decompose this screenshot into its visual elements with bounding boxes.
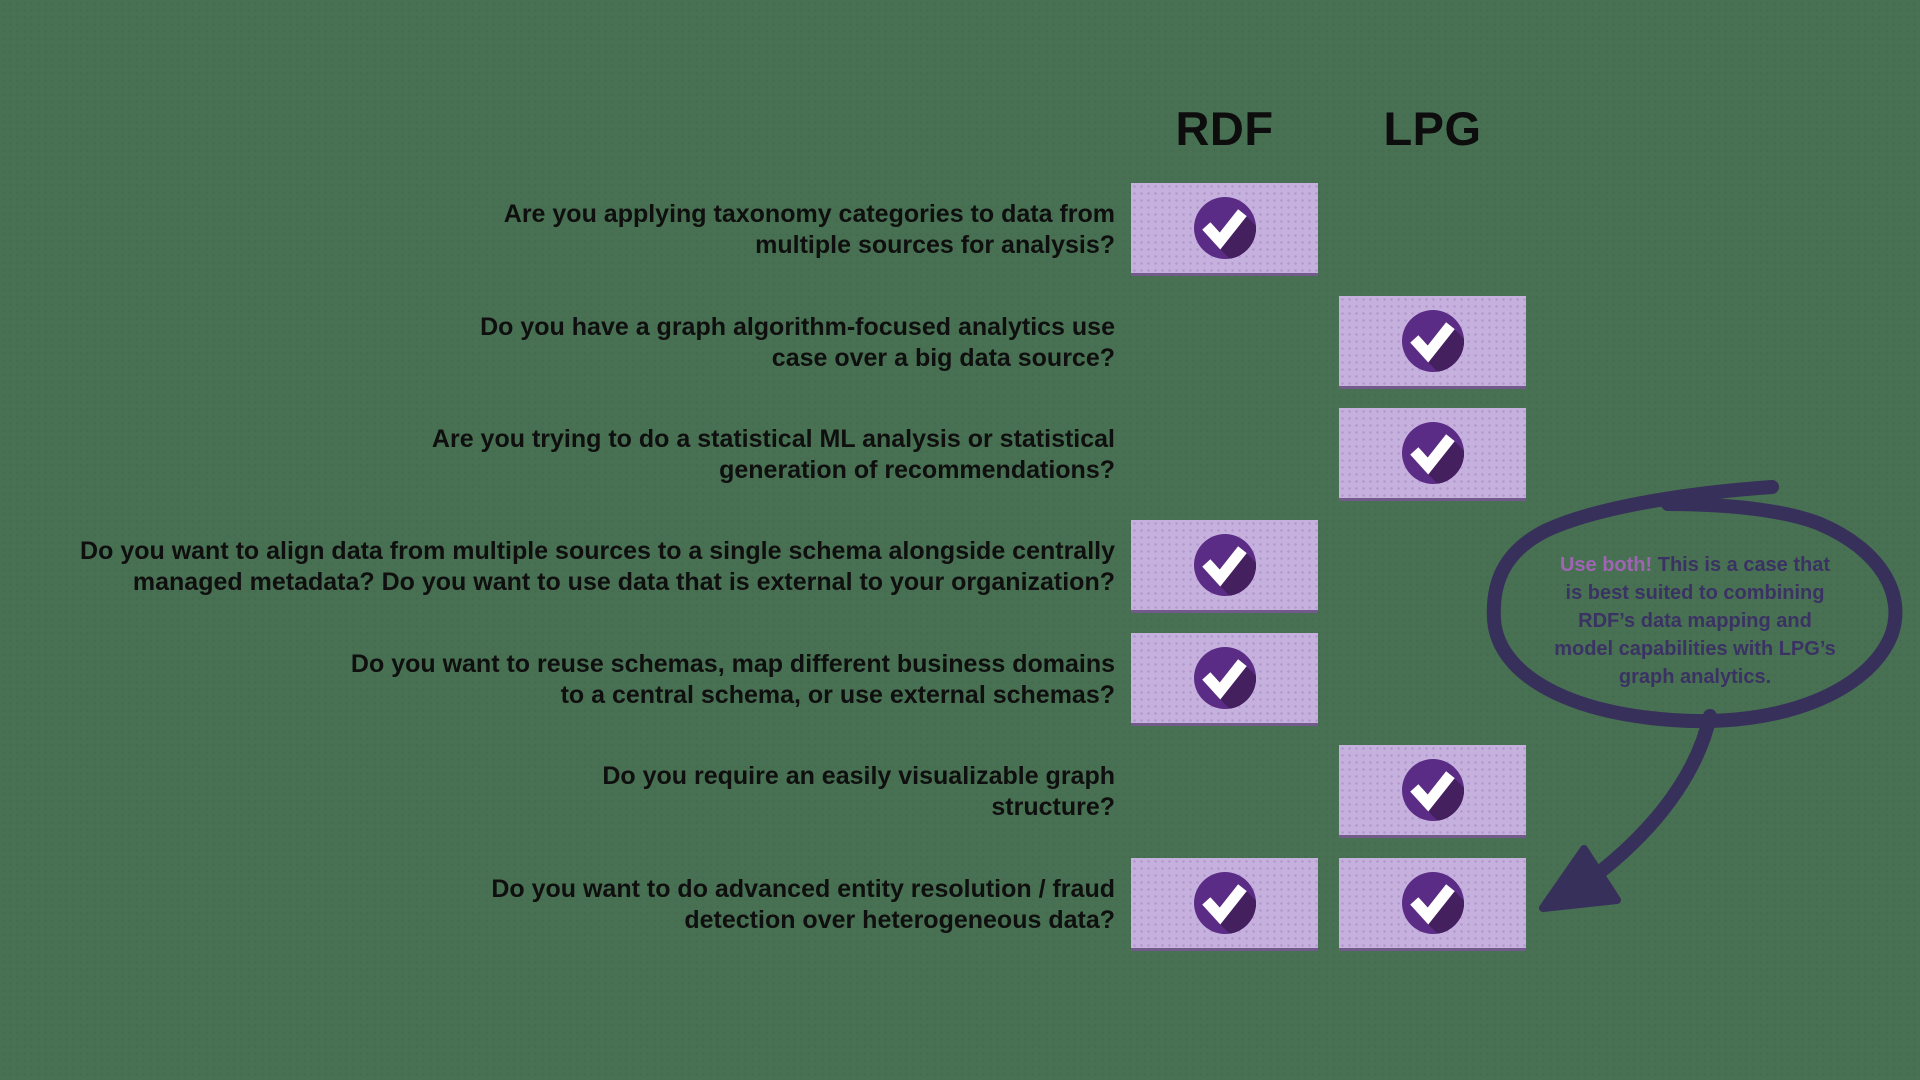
lpg-check-tile [1339, 296, 1526, 389]
question-text: Do you want to do advanced entity resolu… [491, 874, 1115, 934]
check-icon [1193, 872, 1256, 934]
column-header-rdf: RDF [1175, 102, 1274, 155]
check-icon [1193, 647, 1256, 709]
question-row: Do you require an easily visualizable gr… [0, 745, 1920, 838]
lpg-check-tile [1339, 745, 1526, 838]
check-icon [1401, 422, 1464, 484]
rdf-check-tile [1131, 183, 1318, 276]
question-text: Are you applying taxonomy categories to … [503, 199, 1115, 259]
question-row: Do you have a graph algorithm-focused an… [0, 296, 1920, 389]
question-row: Are you trying to do a statistical ML an… [0, 408, 1920, 501]
lpg-check-tile [1339, 858, 1526, 951]
rdf-check-tile [1131, 633, 1318, 726]
check-icon [1193, 197, 1256, 259]
question-row: Do you want to do advanced entity resolu… [0, 858, 1920, 951]
lpg-check-tile [1339, 408, 1526, 501]
check-icon [1401, 872, 1464, 934]
question-row: Do you want to reuse schemas, map differ… [0, 633, 1920, 726]
rdf-check-tile [1131, 520, 1318, 613]
question-text: Do you require an easily visualizable gr… [602, 761, 1115, 821]
question-text: Are you trying to do a statistical ML an… [431, 424, 1115, 484]
bubble-highlight: Use both! [1559, 554, 1653, 576]
question-row: Do you want to align data from multiple … [0, 520, 1920, 613]
question-row: Are you applying taxonomy categories to … [0, 183, 1920, 276]
check-icon [1401, 759, 1464, 821]
check-icon [1401, 310, 1464, 372]
rdf-check-tile [1131, 858, 1318, 951]
question-text: Do you want to align data from multiple … [80, 536, 1115, 596]
column-header-lpg: LPG [1383, 102, 1482, 155]
question-text: Do you want to reuse schemas, map differ… [350, 649, 1115, 709]
check-icon [1193, 534, 1256, 596]
question-text: Do you have a graph algorithm-focused an… [480, 312, 1115, 372]
